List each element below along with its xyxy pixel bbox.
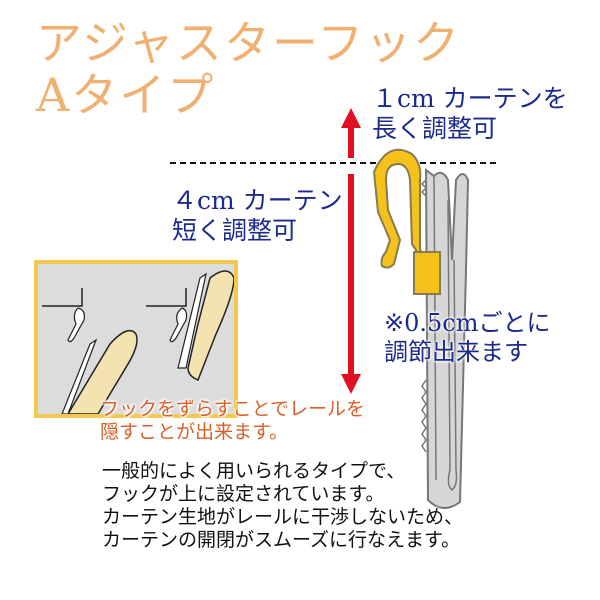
description-line-3: カーテン生地がレールに干渉しないため、: [102, 506, 464, 528]
description-line-2: フックが上に設定されています。: [102, 483, 385, 505]
lengthen-label-line-1: １cm カーテンを: [372, 84, 568, 113]
shorten-label: ４cm カーテン 短く調整可: [172, 186, 343, 246]
step-note-line-1: ※0.5cmごとに: [384, 309, 551, 337]
step-note: ※0.5cmごとに 調節出来ます: [384, 309, 550, 367]
hide-rail-note: フックをずらすことでレールを 隠すことが出来ます。: [100, 398, 365, 444]
title-line-1: アジャスターフック: [36, 16, 462, 70]
hide-rail-note-line-2: 隠すことが出来ます。: [100, 421, 289, 443]
shorten-label-line-2: 短く調整可: [172, 216, 298, 245]
step-note-line-2: 調節出来ます: [384, 338, 528, 366]
adjuster-hook-icon: [372, 148, 470, 509]
curtain-rail-illustration-icon: [42, 270, 235, 415]
shorten-label-line-1: ４cm カーテン: [172, 186, 343, 215]
description-text: 一般的によく用いられるタイプで、 フックが上に設定されています。 カーテン生地が…: [102, 460, 463, 552]
title-line-2: Aタイプ: [36, 68, 216, 122]
description-line-4: カーテンの開閉がスムーズに行なえます。: [102, 529, 461, 551]
lengthen-label: １cm カーテンを 長く調整可: [372, 84, 568, 144]
curtain-rail-inset: [34, 260, 238, 418]
double-arrow-icon: [341, 108, 361, 394]
hide-rail-note-line-1: フックをずらすことでレールを: [100, 398, 366, 420]
reference-dashed-line: [170, 162, 496, 164]
description-line-1: 一般的によく用いられるタイプで、: [102, 460, 406, 482]
lengthen-label-line-2: 長く調整可: [372, 114, 498, 143]
